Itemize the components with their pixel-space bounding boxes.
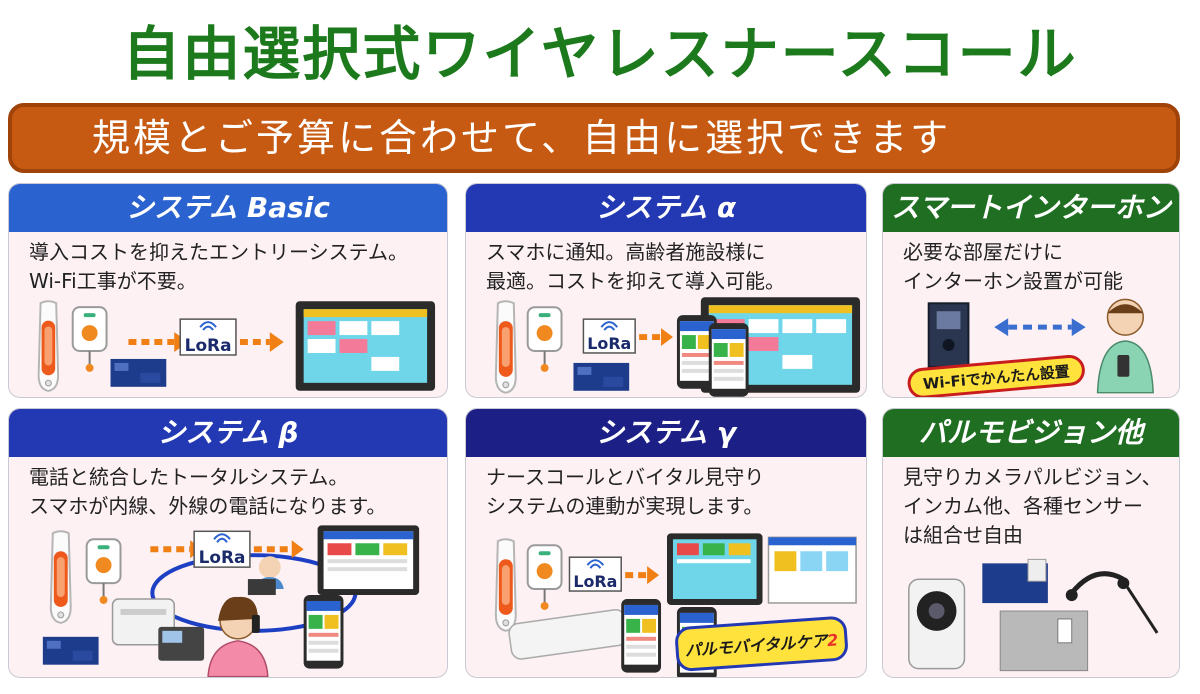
vitals-display bbox=[767, 536, 857, 604]
description-line: 必要な部屋だけに bbox=[903, 240, 1063, 264]
vision-illustration bbox=[908, 558, 1159, 672]
card-description: 電話と統合したトータルシステム。 スマホが内線、外線の電話になります。 bbox=[9, 457, 447, 521]
sensor-mat bbox=[573, 362, 630, 391]
sensor-mat bbox=[42, 636, 99, 665]
headset-icon bbox=[1065, 571, 1159, 634]
vital-care-version: 2 bbox=[827, 630, 839, 650]
monitor-tablet bbox=[317, 525, 420, 596]
lora-label: LoRa bbox=[587, 334, 631, 353]
card-description: スマホに通知。高齢者施設様に 最適。コストを抑えて導入可能。 bbox=[466, 232, 866, 296]
bedside-call-box bbox=[85, 538, 122, 605]
lora-label: LoRa bbox=[573, 572, 617, 591]
bedside-call-box bbox=[526, 306, 563, 373]
card-system-alpha: システム α スマホに通知。高齢者施設様に 最適。コストを抑えて導入可能。 Lo… bbox=[465, 183, 867, 398]
card-palmo-vision: パルモビジョン他 見守りカメラパルビジョン、 インカム他、各種センサー は組合せ… bbox=[882, 408, 1180, 678]
card-smart-intercom: スマートインターホン 必要な部屋だけに インターホン設置が可能 Wi-Fiでかん… bbox=[882, 183, 1180, 398]
signal-arrow-right bbox=[239, 332, 284, 352]
lora-label: LoRa bbox=[199, 547, 246, 567]
bedside-call-box bbox=[71, 306, 108, 373]
signal-arrow-left bbox=[128, 332, 189, 352]
nurse-on-phone bbox=[207, 596, 269, 677]
signal-arrow bbox=[639, 328, 673, 347]
card-description: ナースコールとバイタル見守り システムの連動が実現します。 bbox=[466, 457, 866, 521]
sensor-mat bbox=[110, 358, 167, 387]
description-line: スマホに通知。高齢者施設様に bbox=[486, 240, 766, 264]
lora-module: LoRa bbox=[568, 556, 622, 592]
vital-sensor-mat bbox=[508, 609, 629, 660]
signal-arrow bbox=[625, 566, 660, 585]
card-heading: システム α bbox=[466, 184, 866, 232]
lora-module: LoRa bbox=[193, 530, 251, 568]
description-line: スマホが内線、外線の電話になります。 bbox=[29, 494, 387, 518]
pendant-call-button bbox=[37, 300, 60, 392]
lora-module: LoRa bbox=[179, 318, 237, 356]
camera-device bbox=[908, 578, 966, 670]
description-line: インカム他、各種センサー bbox=[903, 494, 1143, 518]
intercom-unit bbox=[927, 302, 970, 368]
sensor-mat-device bbox=[982, 558, 1048, 604]
wifi-setup-tag: Wi-Fiでかんたん設置 bbox=[907, 354, 1085, 397]
tagline-banner: 規模とご予算に合わせて、自由に選択できます bbox=[8, 103, 1180, 173]
system-gamma-illustration: LoRa パルモバイタルケア2 bbox=[494, 533, 857, 677]
caregiver-figure bbox=[1096, 298, 1154, 394]
description-line: 最適。コストを抑えて導入可能。 bbox=[486, 269, 785, 293]
bidirectional-arrow bbox=[994, 318, 1086, 337]
description-line: ナースコールとバイタル見守り bbox=[486, 465, 765, 489]
description-line: インターホン設置が可能 bbox=[903, 269, 1123, 293]
card-heading: システム β bbox=[9, 409, 447, 457]
system-alpha-illustration: LoRa bbox=[494, 297, 861, 397]
card-system-beta: システム β 電話と統合したトータルシステム。 スマホが内線、外線の電話になりま… bbox=[8, 408, 448, 678]
description-line: 電話と統合したトータルシステム。 bbox=[29, 465, 349, 489]
smartphone bbox=[303, 595, 344, 669]
description-line: 導入コストを抑えたエントリーシステム。 bbox=[29, 240, 408, 264]
page-title: 自由選択式ワイヤレスナースコール bbox=[122, 20, 1078, 88]
monitor-tablet bbox=[666, 533, 763, 605]
monitor-tablet bbox=[295, 301, 436, 391]
system-basic-illustration: LoRa bbox=[37, 300, 436, 392]
card-description: 導入コストを抑えたエントリーシステム。 Wi-Fi工事が不要。 bbox=[9, 232, 447, 296]
smartphone bbox=[621, 598, 662, 673]
card-heading: システム γ bbox=[466, 409, 866, 457]
intercom-illustration: Wi-Fiでかんたん設置 bbox=[907, 298, 1154, 397]
card-heading: システム Basic bbox=[9, 184, 447, 232]
pendant-call-button bbox=[49, 530, 72, 624]
system-beta-illustration: LoRa bbox=[42, 525, 420, 677]
signal-arrow bbox=[253, 540, 304, 559]
vital-care-tag: パルモバイタルケア2 bbox=[675, 616, 848, 672]
pbx-server bbox=[111, 598, 205, 661]
operator-at-laptop bbox=[247, 556, 284, 596]
description-line: システムの連動が実現します。 bbox=[486, 494, 764, 518]
bedside-call-box bbox=[526, 544, 563, 611]
smartphone bbox=[708, 323, 749, 397]
door-sensor-panel bbox=[999, 610, 1089, 672]
card-description: 見守りカメラパルビジョン、 インカム他、各種センサー は組合せ自由 bbox=[883, 457, 1179, 550]
description-line: は組合せ自由 bbox=[903, 523, 1023, 547]
pendant-call-button bbox=[494, 300, 517, 394]
card-system-basic: システム Basic 導入コストを抑えたエントリーシステム。 Wi-Fi工事が不… bbox=[8, 183, 448, 398]
pendant-call-button bbox=[494, 538, 517, 632]
card-heading: パルモビジョン他 bbox=[883, 409, 1179, 457]
lora-label: LoRa bbox=[185, 335, 232, 355]
lora-module: LoRa bbox=[582, 318, 636, 354]
description-line: 見守りカメラパルビジョン、 bbox=[903, 465, 1162, 489]
card-heading: スマートインターホン bbox=[883, 184, 1179, 232]
card-description: 必要な部屋だけに インターホン設置が可能 bbox=[883, 232, 1179, 296]
description-line: Wi-Fi工事が不要。 bbox=[29, 269, 197, 293]
card-system-gamma: システム γ ナースコールとバイタル見守り システムの連動が実現します。 LoR… bbox=[465, 408, 867, 678]
